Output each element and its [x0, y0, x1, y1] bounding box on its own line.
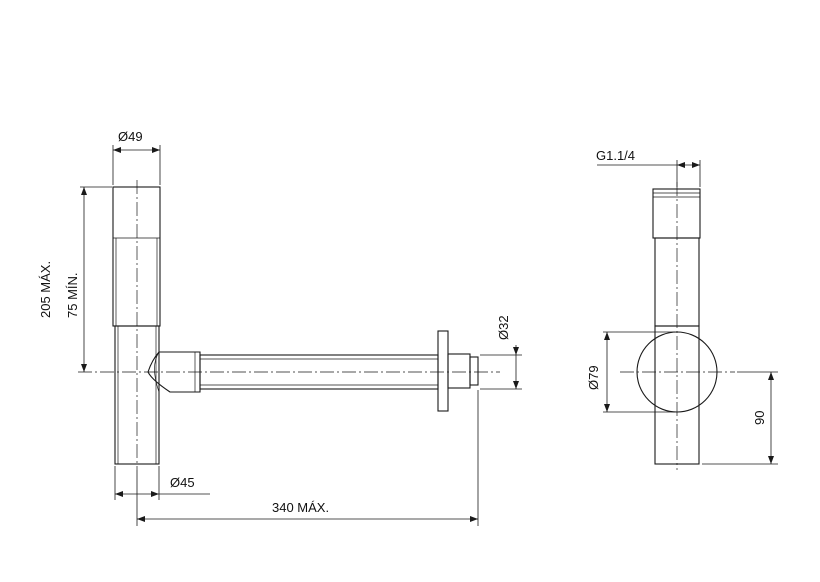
- label-outlet-diameter: Ø32: [496, 315, 511, 340]
- label-top-diameter: Ø49: [118, 129, 143, 144]
- label-bottom-diameter: Ø45: [170, 475, 195, 490]
- tee-junction: [147, 351, 201, 393]
- label-height-min: 75 MÍN.: [65, 272, 80, 318]
- outlet-sleeve: [447, 353, 471, 389]
- side-view: G1.1/4 Ø79 90: [586, 148, 778, 470]
- tee-curve: [154, 351, 160, 393]
- vertical-tube-top: [112, 186, 161, 327]
- label-thread: G1.1/4: [596, 148, 635, 163]
- label-height-max: 205 MÁX.: [38, 261, 53, 318]
- wall-flange: [437, 330, 449, 412]
- front-view: Ø49 205 MÁX. 75 MÍN. Ø45 340 MÁX. Ø32: [38, 129, 522, 526]
- outlet-tip: [469, 356, 479, 386]
- label-outlet-height: 90: [752, 411, 767, 425]
- label-outlet-length: 340 MÁX.: [272, 500, 329, 515]
- threaded-top: [652, 188, 701, 239]
- label-flange-diameter: Ø79: [586, 365, 601, 390]
